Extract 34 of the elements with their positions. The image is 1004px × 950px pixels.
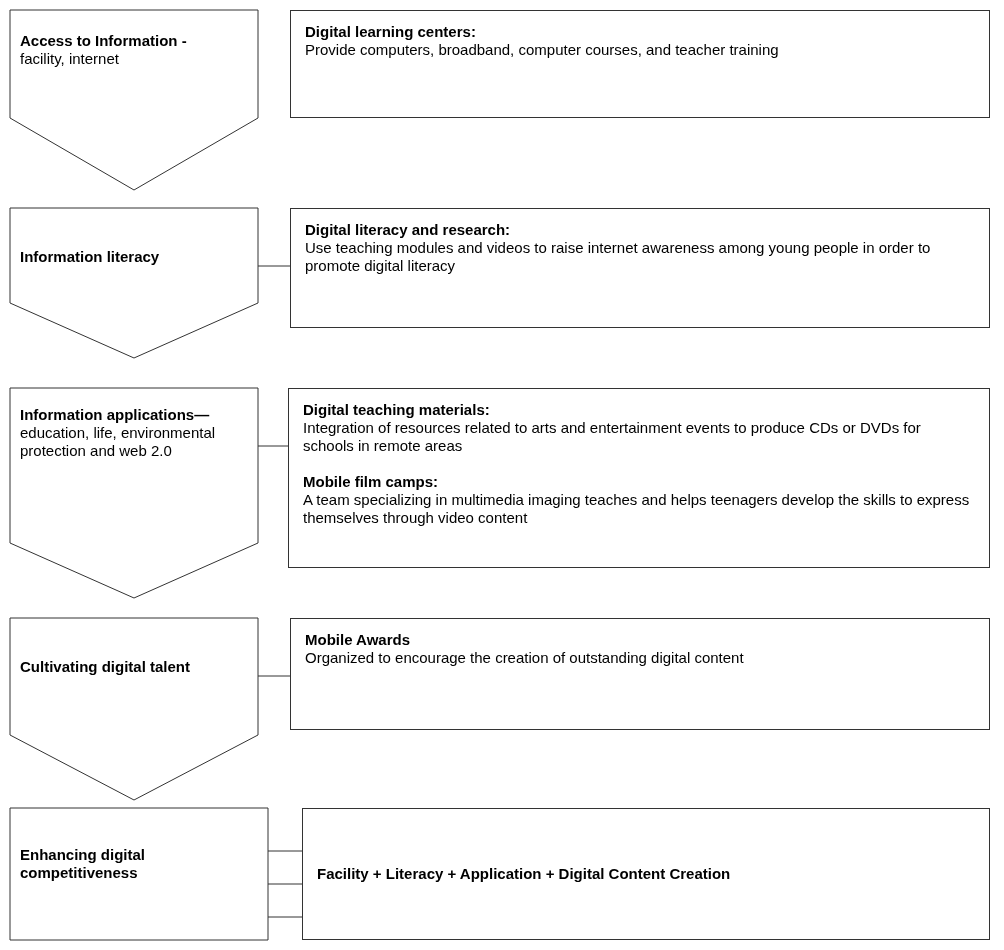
stage-description: facility, internet [20,50,120,68]
box-text: Organized to encourage the creation of outstanding digital content [305,649,745,667]
description-box [288,388,990,568]
stage-description: education, life, environmental protection and web 2.0 [20,424,217,460]
stage-heading: Cultivating digital talent [20,658,191,676]
stage-heading: Enhancing digital competitiveness [20,846,146,882]
box-heading: Facility + Literacy + Application + Digital Content Creation [317,865,732,883]
box-heading: Digital learning centers: [305,23,477,41]
stage-heading: Information literacy [20,248,161,266]
box-text: Integration of resources related to arts and entertainment events to produce CDs or DVDs for schools in remote areas [303,419,922,455]
box-heading: Digital teaching materials: [303,401,491,419]
description-box [302,808,990,940]
chevron-shape [10,208,258,358]
stage-heading: Access to Information - [20,32,188,50]
connector-line [257,675,291,677]
chevron-shape [10,618,258,800]
box-heading: Digital literacy and research: [305,221,512,239]
connector-line [257,265,291,267]
connector-line [257,445,289,447]
connector-line [267,883,303,885]
box-text: Provide computers, broadband, computer courses, and teacher training [305,41,780,59]
description-box [290,208,990,328]
chevron-shape [10,388,258,598]
box-heading: Mobile Awards [305,631,412,649]
box-text: Use teaching modules and videos to raise internet awareness among young people in order to promote digital literacy [305,239,932,275]
box-heading: Mobile film camps: [303,473,440,491]
description-box [290,10,990,118]
chevron-shape [10,10,258,190]
connector-line [267,850,303,852]
box-text: A team specializing in multimedia imaging teaches and helps teenagers develop the skills to express themselves through video content [303,491,971,527]
stage-box [10,808,268,940]
description-box [290,618,990,730]
connector-line [267,916,303,918]
stage-heading: Information applications— [20,406,211,424]
